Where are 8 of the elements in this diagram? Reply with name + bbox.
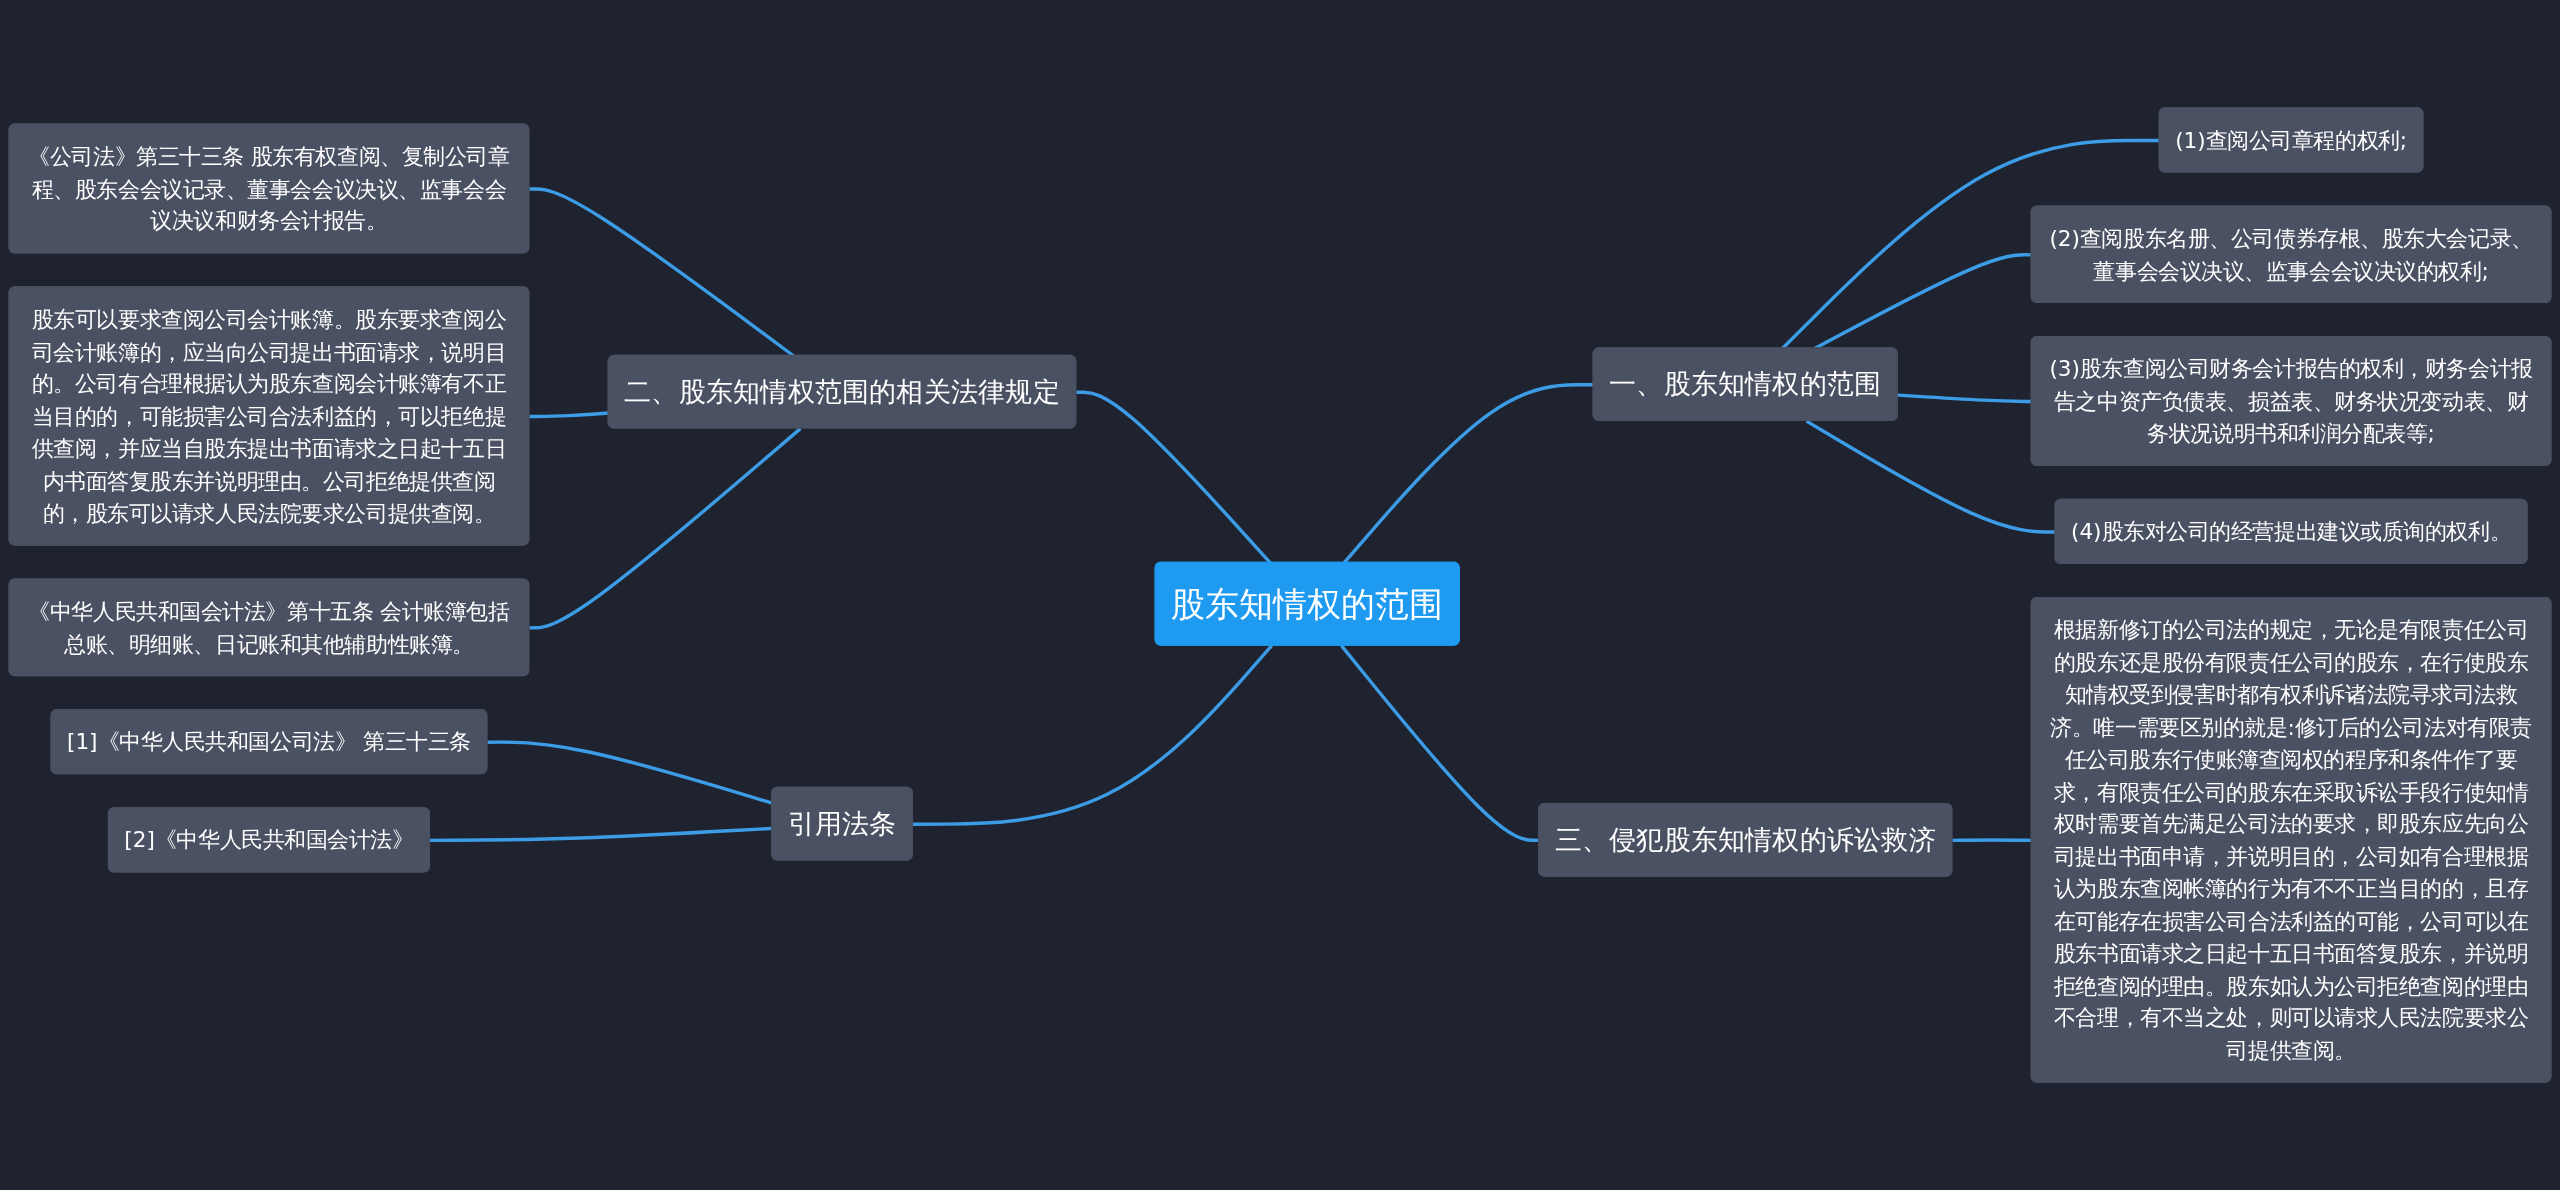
connector (529, 411, 609, 419)
connector (1897, 393, 2032, 404)
connector (1952, 838, 2032, 843)
connector (1076, 390, 1272, 564)
connector (1342, 383, 1594, 564)
connector (912, 644, 1273, 826)
connector (529, 427, 802, 630)
connector (1805, 419, 2056, 534)
